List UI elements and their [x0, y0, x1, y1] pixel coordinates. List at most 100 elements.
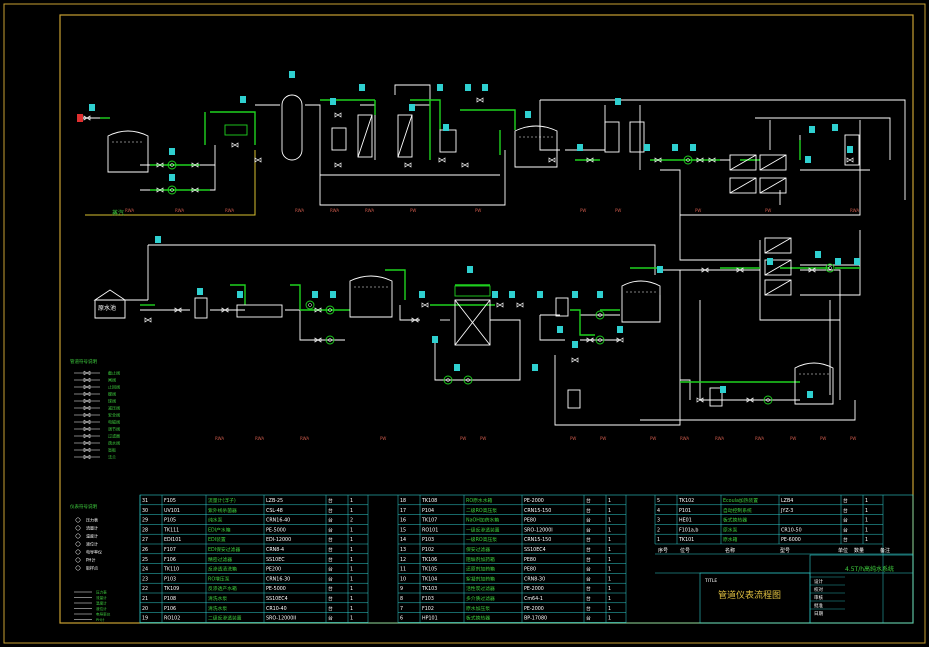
- line-code-top-12: RWA: [850, 208, 859, 213]
- legend-symbol-12: [83, 454, 91, 460]
- tbl1-cell-1-0: 30: [142, 508, 148, 514]
- instrument-tag-12: [525, 111, 531, 118]
- valve-11: [586, 157, 594, 163]
- plate-hx: [224, 124, 248, 136]
- line-code-bottom-7: PW: [600, 436, 606, 441]
- valve-0: [156, 162, 164, 168]
- tbl1-cell-10-5: 1: [350, 596, 353, 602]
- multimedia-filter: [281, 94, 303, 161]
- instrument-tag-24: [237, 291, 243, 298]
- valve-20: [221, 307, 229, 313]
- tbl1-cell-8-5: 1: [350, 576, 353, 582]
- legend-item-7: 电磁阀: [108, 419, 120, 425]
- tbl3-cell-4-3: PE-6000: [781, 537, 801, 543]
- instrument-tag-8: [465, 84, 471, 91]
- tbl1-cell-10-1: P108: [164, 596, 176, 602]
- valve-2: [191, 162, 199, 168]
- table-header-4: 单位: [838, 547, 848, 554]
- uv-sterilizer: [567, 389, 581, 409]
- tbl1-cell-6-2: 精密过滤器: [208, 556, 232, 563]
- tbl2-cell-8-2: 絮凝剂加药箱: [466, 575, 495, 582]
- tbl3-cell-2-4: 台: [843, 517, 848, 524]
- instrument-tag-15: [644, 144, 650, 151]
- instrument-tag-34: [617, 326, 623, 333]
- ro-feed-tank-body: [514, 125, 558, 168]
- instrument-tag-10: [409, 104, 415, 111]
- tbl2-cell-9-3: PE-2000: [524, 586, 544, 592]
- tbl1-cell-5-4: 台: [328, 546, 333, 553]
- ro2-membrane-2: [764, 279, 792, 296]
- legend-item-0: 截止阀: [108, 370, 120, 376]
- tbl1-cell-2-4: 台: [328, 517, 333, 524]
- tbl2-cell-1-0: 17: [400, 508, 406, 514]
- tbl3-cell-2-2: 板式换热器: [723, 517, 747, 524]
- tbl2-cell-8-1: TK104: [421, 576, 437, 582]
- pump-10: [463, 375, 473, 385]
- valve-29: [696, 397, 704, 403]
- pump-core-2: [328, 308, 332, 312]
- pump-9: [763, 395, 773, 405]
- legend-instrument-0: 压力表: [86, 517, 98, 523]
- outer-frame: [3, 3, 926, 644]
- legend-instrument-4: 电导率仪: [86, 549, 102, 555]
- tbl2-cell-7-1: TK105: [421, 567, 437, 573]
- legend-instrument-symbol-0: [75, 517, 81, 523]
- tbl1-cell-4-1: EDI101: [164, 537, 181, 543]
- instrument-tag-22: [155, 236, 161, 243]
- ro2-membrane-0: [764, 237, 792, 254]
- pump-core-8: [828, 266, 832, 270]
- legend-symbol-10: [83, 440, 91, 446]
- tbl2-cell-9-1: TK103: [421, 586, 437, 592]
- raw-water-tank: [107, 130, 149, 173]
- edi-top: [454, 285, 491, 297]
- tbl2-cell-12-1: HP101: [422, 616, 438, 622]
- tbl1-cell-5-5: 1: [350, 547, 353, 553]
- tbl2-cell-5-3: SS10EC4: [524, 547, 546, 553]
- legend-item-10: 疏水阀: [108, 440, 120, 446]
- info-box: [809, 554, 914, 624]
- valve-1: [156, 187, 164, 193]
- tb-row-3: 批准: [814, 602, 823, 609]
- line-code-bottom-12: PW: [790, 436, 796, 441]
- pump-7: [683, 155, 693, 165]
- legend-extra-2: 温度计: [96, 601, 107, 606]
- tbl3-cell-3-1: F101a,b: [679, 527, 698, 533]
- tbl2-cell-11-3: PE-2000: [524, 606, 544, 612]
- tbl3-cell-3-0: 2: [657, 527, 660, 533]
- tbl1-cell-6-0: 25: [142, 557, 148, 563]
- dosing-tank-2: [331, 127, 347, 151]
- carbon-filter-diag: [357, 114, 373, 158]
- tbl1-cell-5-3: CRN8-4: [266, 547, 284, 553]
- legend-item-5: 减压阀: [108, 405, 120, 411]
- instrument-tag-19: [832, 124, 838, 131]
- tbl2-cell-0-4: 台: [586, 497, 591, 504]
- tbl1-cell-12-4: 台: [328, 615, 333, 622]
- tbl1-cell-10-4: 台: [328, 595, 333, 602]
- drawing-title: 管道仪表流程图: [718, 589, 781, 601]
- legend-instrument-symbol-1: [75, 525, 81, 531]
- tbl2-cell-3-1: RO101: [422, 527, 438, 533]
- tbl3-cell-1-2: 自动控制系统: [723, 507, 752, 514]
- tbl2-cell-7-4: 台: [586, 566, 591, 573]
- tbl2-cell-8-4: 台: [586, 575, 591, 582]
- table-header-0: 序号: [658, 547, 668, 554]
- tbl3-cell-4-0: 1: [657, 537, 660, 543]
- tb-row-0: 设计: [814, 578, 823, 585]
- tbl1-cell-2-2: 纯水泵: [208, 517, 223, 524]
- tbl2-cell-11-5: 1: [608, 606, 611, 612]
- pump-5: [595, 310, 605, 320]
- line-code-top-3: RWA: [295, 208, 304, 213]
- valve-17: [808, 267, 816, 273]
- project-name: 4.5T/h高纯水系统: [845, 565, 894, 573]
- legend-item-4: 球阀: [108, 398, 116, 404]
- tbl1-cell-6-1: F106: [164, 557, 176, 563]
- pump-core-5: [598, 313, 602, 317]
- legend-symbol-5: [83, 405, 91, 411]
- tbl1-cell-9-5: 1: [350, 586, 353, 592]
- tb-row-2: 审核: [814, 594, 823, 601]
- tbl1-cell-8-4: 台: [328, 575, 333, 582]
- tbl1-cell-9-1: TK109: [163, 586, 179, 592]
- valve-7: [404, 162, 412, 168]
- pump-core-0: [170, 163, 174, 167]
- valve-12: [654, 157, 662, 163]
